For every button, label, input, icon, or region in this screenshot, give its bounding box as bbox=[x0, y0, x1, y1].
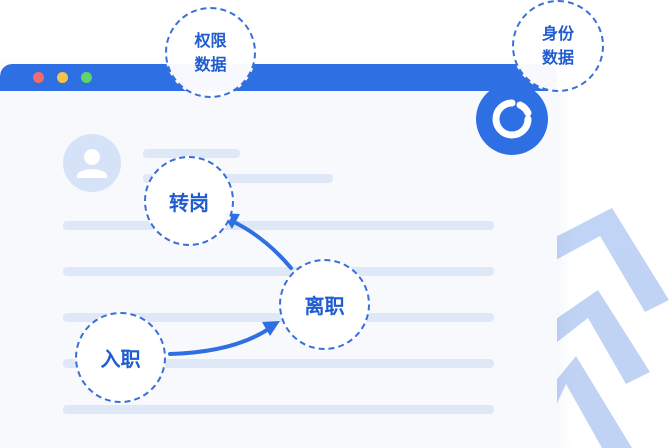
transfer-bubble: 转岗 bbox=[144, 156, 234, 246]
resign-label: 离职 bbox=[304, 294, 345, 318]
chevron-up-icon bbox=[540, 208, 669, 448]
permission-data-bubble: 权限 数据 bbox=[165, 7, 256, 98]
placeholder-line bbox=[63, 359, 494, 368]
placeholder-line bbox=[63, 405, 494, 414]
close-window-button[interactable] bbox=[33, 72, 44, 83]
transfer-label: 转岗 bbox=[169, 190, 209, 215]
app-window bbox=[0, 64, 557, 448]
minimize-window-button[interactable] bbox=[57, 72, 68, 83]
user-avatar-icon bbox=[63, 134, 121, 192]
identity-data-bubble: 身份 数据 bbox=[512, 0, 604, 92]
placeholder-line bbox=[143, 149, 240, 158]
resign-bubble: 离职 bbox=[279, 259, 370, 350]
onboard-label: 入职 bbox=[100, 347, 141, 371]
placeholder-line bbox=[143, 174, 333, 183]
placeholder-line bbox=[63, 267, 494, 276]
placeholder-line bbox=[63, 221, 494, 230]
placeholder-line bbox=[63, 313, 494, 322]
brand-logo-icon bbox=[476, 83, 548, 155]
onboard-bubble: 入职 bbox=[75, 312, 166, 403]
maximize-window-button[interactable] bbox=[81, 72, 92, 83]
identity-data-label: 身份 数据 bbox=[541, 24, 574, 67]
title-bar bbox=[0, 64, 557, 91]
permission-data-label: 权限 数据 bbox=[194, 30, 227, 74]
